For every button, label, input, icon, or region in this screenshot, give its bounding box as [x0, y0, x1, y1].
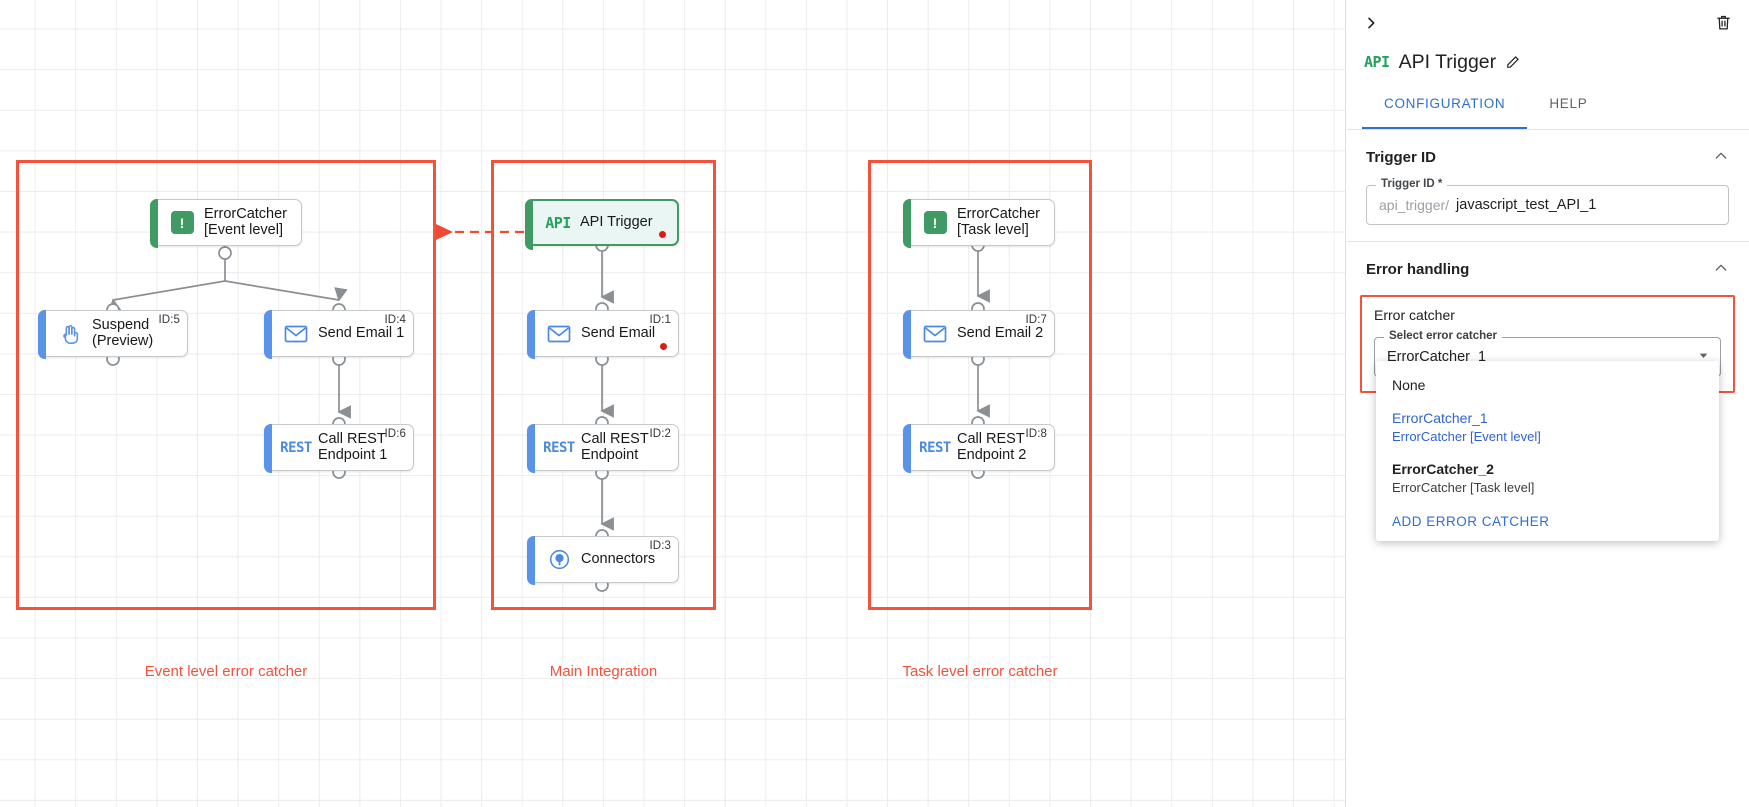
error-catcher-highlight-box: Error catcher Select error catcher Error… [1360, 295, 1735, 541]
node-id-badge: ID:8 [1025, 428, 1047, 440]
error-indicator-dot [658, 230, 666, 238]
rest-icon: REST [919, 439, 951, 456]
node-send-email-1[interactable]: Send Email 1 ID:4 [264, 310, 414, 359]
node-id-badge: ID:2 [649, 428, 671, 440]
menu-item-secondary: ErrorCatcher [Event level] [1392, 429, 1541, 444]
group-label-task-level: Task level error catcher [902, 663, 1058, 680]
rest-icon: REST [543, 439, 575, 456]
node-accent-bar [527, 536, 535, 585]
add-error-catcher-button[interactable]: ADD ERROR CATCHER [1392, 514, 1550, 529]
node-id-badge: ID:3 [649, 540, 671, 552]
menu-item-none[interactable]: None [1376, 369, 1719, 402]
node-label: Call REST Endpoint 1 [318, 431, 388, 463]
tab-help[interactable]: HELP [1549, 96, 1588, 111]
node-suspend[interactable]: Suspend (Preview) ID:5 [38, 310, 188, 359]
trigger-id-prefix: api_trigger/ [1379, 197, 1450, 213]
group-box-task-level [868, 160, 1092, 610]
error-indicator-dot [659, 342, 667, 350]
node-call-rest-endpoint[interactable]: REST Call REST Endpoint ID:2 [527, 424, 679, 473]
section-title: Error handling [1366, 261, 1470, 278]
node-accent-bar [38, 310, 46, 359]
trigger-id-value: javascript_test_API_1 [1456, 197, 1597, 213]
node-accent-bar [150, 199, 158, 248]
section-header-error-handling[interactable]: Error handling [1346, 242, 1749, 291]
node-error-catcher-task-level[interactable]: ! ErrorCatcher [Task level] [903, 199, 1055, 248]
menu-item-primary: ErrorCatcher_2 [1392, 461, 1494, 477]
node-label: API Trigger [580, 213, 653, 230]
chevron-down-icon[interactable] [1697, 349, 1710, 365]
trigger-id-legend: Trigger ID * [1376, 178, 1448, 190]
node-id-badge: ID:6 [384, 428, 406, 440]
rest-icon: REST [280, 439, 312, 456]
connectors-icon [537, 548, 581, 571]
node-call-rest-endpoint-2[interactable]: REST Call REST Endpoint 2 ID:8 [903, 424, 1055, 473]
error-catcher-label: Error catcher [1374, 307, 1455, 323]
node-id-badge: ID:1 [649, 314, 671, 326]
node-connectors[interactable]: Connectors ID:3 [527, 536, 679, 585]
menu-item-errorcatcher-2[interactable]: ErrorCatcher_2 ErrorCatcher [Task level] [1376, 453, 1719, 504]
node-accent-bar [527, 424, 535, 473]
node-id-badge: ID:5 [158, 314, 180, 326]
tab-configuration[interactable]: CONFIGURATION [1362, 96, 1528, 129]
trash-icon[interactable] [1709, 8, 1737, 36]
envelope-icon [537, 324, 581, 344]
group-label-event-level: Event level error catcher [144, 663, 308, 680]
menu-item-primary: None [1392, 377, 1426, 393]
node-api-trigger[interactable]: API API Trigger [525, 199, 679, 250]
node-label: Send Email [581, 324, 656, 341]
menu-item-errorcatcher-1[interactable]: ErrorCatcher_1 ErrorCatcher [Event level… [1376, 402, 1719, 453]
group-label-main-integration: Main Integration [549, 663, 658, 680]
select-error-catcher-legend: Select error catcher [1384, 330, 1503, 342]
api-icon: API [1364, 53, 1390, 71]
node-accent-bar [903, 310, 911, 359]
node-label: ErrorCatcher [Task level] [957, 206, 1040, 238]
node-send-email-2[interactable]: Send Email 2 ID:7 [903, 310, 1055, 359]
error-catcher-dropdown-menu[interactable]: None ErrorCatcher_1 ErrorCatcher [Event … [1376, 361, 1719, 541]
chevron-up-icon[interactable] [1713, 260, 1729, 279]
panel-toolbar [1346, 0, 1749, 44]
panel-tabs: CONFIGURATION HELP [1346, 96, 1749, 130]
node-accent-bar [264, 424, 272, 473]
section-header-trigger-id[interactable]: Trigger ID [1346, 130, 1749, 179]
node-send-email[interactable]: Send Email ID:1 [527, 310, 679, 359]
menu-item-primary: ErrorCatcher_1 [1392, 410, 1488, 426]
trigger-id-input[interactable]: Trigger ID * api_trigger/ javascript_tes… [1366, 178, 1729, 225]
page-title: API Trigger [1398, 50, 1497, 73]
node-id-badge: ID:4 [384, 314, 406, 326]
group-box-event-level [16, 160, 436, 610]
node-id-badge: ID:7 [1025, 314, 1047, 326]
node-label: Call REST Endpoint [581, 431, 649, 463]
section-title: Trigger ID [1366, 149, 1437, 166]
node-label: Call REST Endpoint 2 [957, 431, 1027, 463]
node-label: ErrorCatcher [Event level] [204, 206, 287, 238]
envelope-icon [274, 324, 318, 344]
trigger-id-field-wrap: Trigger ID * api_trigger/ javascript_tes… [1346, 178, 1749, 235]
node-accent-bar [264, 310, 272, 359]
pencil-icon[interactable] [1505, 54, 1521, 70]
panel-title-row: API API Trigger [1346, 44, 1749, 80]
error-catcher-icon: ! [913, 211, 957, 234]
error-catcher-icon: ! [160, 211, 204, 234]
node-label: Connectors [581, 550, 656, 567]
node-accent-bar [525, 199, 533, 250]
node-accent-bar [903, 424, 911, 473]
section-divider [1346, 241, 1749, 242]
workflow-canvas[interactable]: Event level error catcher Main Integrati… [0, 0, 1345, 807]
chevron-up-icon[interactable] [1713, 148, 1729, 167]
api-icon: API [545, 213, 571, 232]
group-box-main-integration [491, 160, 716, 610]
node-call-rest-endpoint-1[interactable]: REST Call REST Endpoint 1 ID:6 [264, 424, 414, 473]
menu-item-secondary: ErrorCatcher [Task level] [1392, 480, 1535, 495]
node-label: Send Email 1 [318, 324, 405, 341]
hand-icon [48, 323, 92, 345]
envelope-icon [913, 324, 957, 344]
chevron-right-icon[interactable] [1356, 8, 1386, 38]
node-accent-bar [527, 310, 535, 359]
node-label: Send Email 2 [957, 324, 1044, 341]
node-accent-bar [903, 199, 911, 248]
node-error-catcher-event-level[interactable]: ! ErrorCatcher [Event level] [150, 199, 302, 248]
properties-panel: API API Trigger CONFIGURATION HELP Trigg… [1345, 0, 1749, 807]
node-label: Suspend (Preview) [92, 317, 154, 349]
